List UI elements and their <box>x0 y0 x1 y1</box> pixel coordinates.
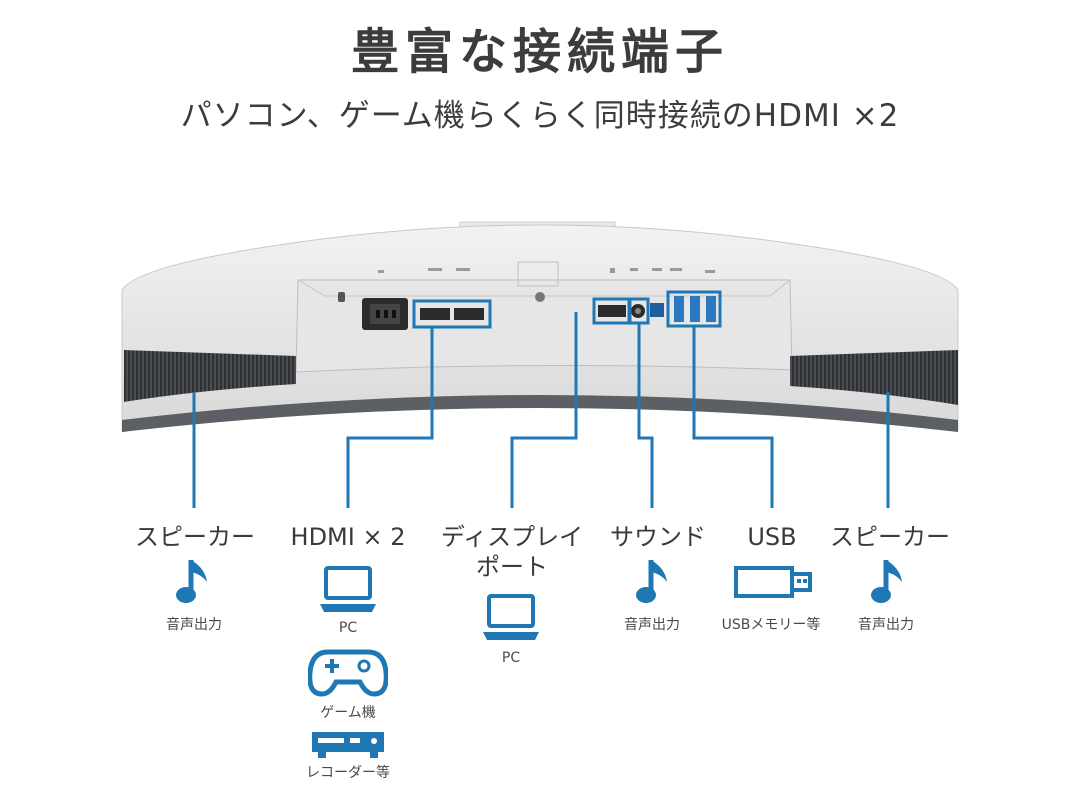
connector-lines <box>192 312 890 508</box>
sound-label: サウンド <box>610 523 706 551</box>
laptop-icon <box>483 594 539 640</box>
port-audio <box>631 304 645 318</box>
music-note-icon <box>176 560 207 603</box>
port-power <box>362 298 408 330</box>
hdmi-pc-caption: PC <box>338 620 358 636</box>
page-subtitle: パソコン、ゲーム機らくらく同時接続のHDMI ×2 <box>180 98 900 134</box>
monitor-body <box>121 224 959 432</box>
sound-caption: 音声出力 <box>624 617 680 633</box>
port-hdmi <box>420 308 484 320</box>
port-usb-a <box>674 296 716 322</box>
usb-caption: USBメモリー等 <box>721 617 821 633</box>
port-usb-b <box>650 303 664 317</box>
hdmi-label: HDMI × 2 <box>290 523 406 551</box>
port-displayport <box>598 305 626 317</box>
usb-label: USB <box>747 523 797 551</box>
laptop-icon <box>320 566 376 612</box>
port-lock <box>338 292 345 302</box>
speaker-right-caption: 音声出力 <box>858 617 914 633</box>
hdmi-game-caption: ゲーム機 <box>320 705 376 721</box>
page-title: 豊富な接続端子 <box>350 24 729 80</box>
speaker-left-label: スピーカー <box>135 523 255 551</box>
usb-stick-icon <box>734 566 812 598</box>
hdmi-recorder-caption: レコーダー等 <box>306 765 390 781</box>
displayport-pc-caption: PC <box>501 650 521 666</box>
displayport-label-line1: ディスプレイ <box>440 523 584 551</box>
displayport-label-line2: ポート <box>476 553 548 581</box>
speaker-left-caption: 音声出力 <box>166 617 222 633</box>
speaker-right-label: スピーカー <box>830 523 950 551</box>
recorder-icon <box>312 732 384 758</box>
music-note-icon <box>871 560 902 603</box>
gamepad-icon <box>308 649 388 697</box>
music-note-icon <box>636 560 667 603</box>
port-screw <box>535 292 545 302</box>
